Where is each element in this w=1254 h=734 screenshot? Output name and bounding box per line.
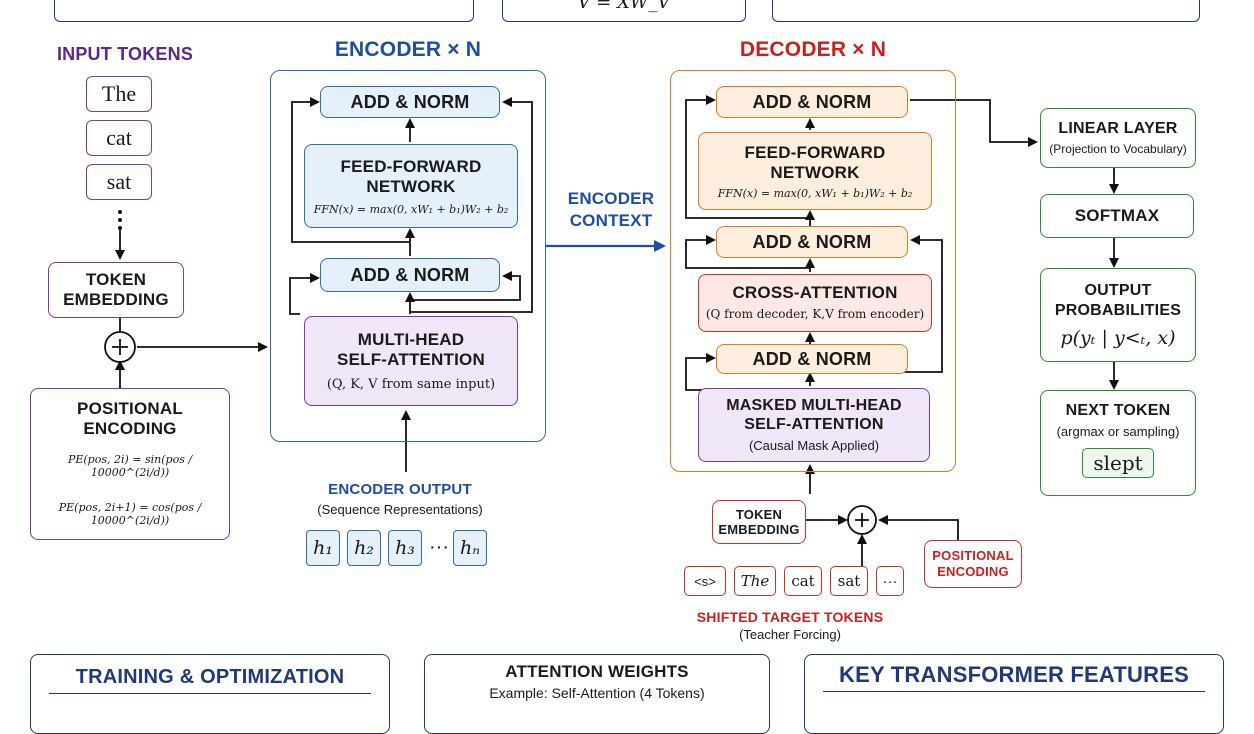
top-formula: V = XW_V xyxy=(577,0,671,13)
features-divider xyxy=(823,691,1205,692)
encoder-add-norm-bottom-label: ADD & NORM xyxy=(350,265,470,285)
training-panel: TRAINING & OPTIMIZATION xyxy=(30,654,390,734)
encoder-mhsa-sub: (Q, K, V from same input) xyxy=(326,376,496,392)
decoder-add-norm-bottom-label: ADD & NORM xyxy=(752,349,872,369)
decoder-ffn-title: FEED-FORWARD NETWORK xyxy=(744,142,886,182)
positional-encoding-box: POSITIONAL ENCODING PE(pos, 2i) = sin(po… xyxy=(30,388,230,540)
top-panel-left xyxy=(54,0,474,22)
top-panel-right xyxy=(772,0,1200,22)
decoder-masked-title: MASKED MULTI-HEAD SELF-ATTENTION xyxy=(726,397,902,433)
output-probabilities-formula: p(yₜ | y<ₜ, x) xyxy=(1060,327,1176,349)
attention-weights-sub: Example: Self-Attention (4 Tokens) xyxy=(489,685,705,701)
encoder-ffn-title: FEED-FORWARD NETWORK xyxy=(340,156,482,196)
attention-weights-title: ATTENTION WEIGHTS xyxy=(505,662,689,681)
input-token-cat: cat xyxy=(86,120,152,156)
decoder-cross-sub: (Q from decoder, K,V from encoder) xyxy=(705,307,925,321)
shifted-target-title: SHIFTED TARGET TOKENS xyxy=(696,609,884,625)
output-probabilities-box: OUTPUT PROBABILITIES p(yₜ | y<ₜ, x) xyxy=(1040,268,1196,362)
decoder-positional-encoding-box: POSITIONAL ENCODING xyxy=(924,540,1022,588)
encoder-mhsa-box: MULTI-HEAD SELF-ATTENTION (Q, K, V from … xyxy=(304,316,518,406)
features-title: KEY TRANSFORMER FEATURES xyxy=(839,662,1189,687)
softmax-box: SOFTMAX xyxy=(1040,194,1194,238)
pe-sin-formula: PE(pos, 2i) = sin(pos / 10000^(2i/d)) xyxy=(67,453,193,479)
linear-layer-title: LINEAR LAYER xyxy=(1058,119,1178,137)
encoder-output-ellipsis: ··· xyxy=(429,536,449,558)
encoder-ffn-formula: FFN(x) = max(0, xW₁ + b₁)W₂ + b₂ xyxy=(313,202,509,216)
encoder-output-h2: h₂ xyxy=(347,530,381,566)
encoder-context-label: ENCODER CONTEXT xyxy=(567,189,655,230)
encoder-output-hn: hₙ xyxy=(453,530,487,566)
shifted-token-start: <s> xyxy=(684,566,726,596)
decoder-positional-encoding-label: POSITIONAL ENCODING xyxy=(932,548,1014,579)
encoder-add-norm-top: ADD & NORM xyxy=(320,86,500,118)
next-token-box: NEXT TOKEN (argmax or sampling) slept xyxy=(1040,390,1196,496)
input-token-the: The xyxy=(86,76,152,112)
input-token-sat: sat xyxy=(86,164,152,200)
encoder-mhsa-title: MULTI-HEAD SELF-ATTENTION xyxy=(337,329,485,369)
attention-weights-panel: ATTENTION WEIGHTS Example: Self-Attentio… xyxy=(424,654,770,734)
encoder-output-h3: h₃ xyxy=(388,530,422,566)
decoder-ffn-formula: FFN(x) = max(0, xW₁ + b₁)W₂ + b₂ xyxy=(717,186,913,200)
encoder-output-h1: h₁ xyxy=(306,530,340,566)
positional-encoding-title: POSITIONAL ENCODING xyxy=(77,399,183,438)
decoder-masked-sub: (Causal Mask Applied) xyxy=(748,438,880,453)
encoder-add-norm-bottom: ADD & NORM xyxy=(320,258,500,292)
input-tokens-title: INPUT TOKENS xyxy=(56,44,194,64)
shifted-target-sub: (Teacher Forcing) xyxy=(739,627,841,642)
training-divider xyxy=(49,693,371,694)
shifted-token-cat: cat xyxy=(784,566,822,596)
linear-layer-sub: (Projection to Vocabulary) xyxy=(1049,141,1187,156)
pe-cos-formula: PE(pos, 2i+1) = cos(pos / 10000^(2i/d)) xyxy=(58,501,202,527)
top-panel-middle: V = XW_V xyxy=(502,0,746,22)
softmax-label: SOFTMAX xyxy=(1074,206,1160,225)
encoder-output-title: ENCODER OUTPUT xyxy=(328,481,472,498)
decoder-token-embedding-box: TOKEN EMBEDDING xyxy=(712,500,806,544)
decoder-block xyxy=(670,70,956,472)
decoder-add-norm-bottom: ADD & NORM xyxy=(716,344,908,374)
token-embedding-box: TOKEN EMBEDDING xyxy=(48,262,184,318)
decoder-add-norm-middle-label: ADD & NORM xyxy=(752,232,872,252)
token-embedding-label: TOKEN EMBEDDING xyxy=(63,270,169,309)
input-ellipsis-dots xyxy=(118,210,122,230)
encoder-block xyxy=(270,70,546,442)
shifted-token-ellipsis: ··· xyxy=(876,566,904,596)
features-panel: KEY TRANSFORMER FEATURES xyxy=(804,654,1224,734)
decoder-add-norm-middle: ADD & NORM xyxy=(716,226,908,258)
decoder-ffn-box: FEED-FORWARD NETWORK FFN(x) = max(0, xW₁… xyxy=(698,132,932,210)
training-title: TRAINING & OPTIMIZATION xyxy=(75,666,345,688)
decoder-masked-mhsa-box: MASKED MULTI-HEAD SELF-ATTENTION (Causal… xyxy=(698,388,930,462)
decoder-cross-attention-box: CROSS-ATTENTION (Q from decoder, K,V fro… xyxy=(698,274,932,332)
next-token-value: slept xyxy=(1082,448,1154,478)
decoder-add-norm-top: ADD & NORM xyxy=(716,86,908,118)
decoder-title: DECODER × N xyxy=(739,38,887,61)
encoder-output-sub: (Sequence Representations) xyxy=(317,502,483,517)
encoder-ffn-box: FEED-FORWARD NETWORK FFN(x) = max(0, xW₁… xyxy=(304,144,518,228)
decoder-cross-title: CROSS-ATTENTION xyxy=(732,283,898,302)
linear-layer-box: LINEAR LAYER (Projection to Vocabulary) xyxy=(1040,108,1196,168)
next-token-title: NEXT TOKEN xyxy=(1065,402,1171,419)
decoder-add-norm-top-label: ADD & NORM xyxy=(752,92,872,112)
next-token-sub: (argmax or sampling) xyxy=(1056,424,1180,439)
decoder-token-embedding-label: TOKEN EMBEDDING xyxy=(718,507,800,537)
shifted-token-sat: sat xyxy=(830,566,868,596)
output-probabilities-title: OUTPUT PROBABILITIES xyxy=(1054,282,1182,319)
encoder-add-norm-top-label: ADD & NORM xyxy=(350,92,470,112)
shifted-token-the: The xyxy=(734,566,776,596)
encoder-title: ENCODER × N xyxy=(334,38,482,61)
